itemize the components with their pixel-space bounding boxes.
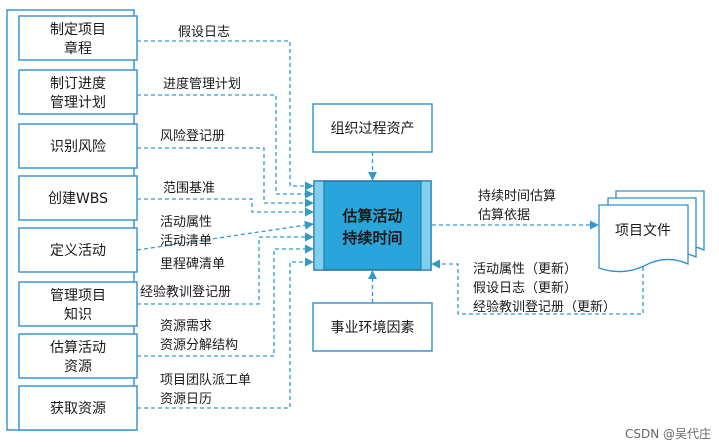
input-box-3: 识别风险 [18,123,138,169]
arrow-in-2 [137,94,314,199]
input-box-4: 创建WBS [18,175,138,221]
arrow-label-7-1: 资源需求 [160,319,212,334]
arrow-in-1 [137,40,314,191]
arrow-label-6-1: 经验教训登记册 [140,284,231,300]
arrow-back [431,259,644,315]
arrow-label-1-1: 假设日志 [178,25,230,40]
back-arrow-label-3: 经验教训登记册（更新） [473,299,616,315]
arrow-label-5-3: 里程碑清单 [160,256,225,272]
arrow-in-5 [136,220,314,251]
bottom-input-label: 事业环境因素 [331,320,415,336]
center-process-label-1: 估算活动 [341,207,402,225]
arrow-label-3-1: 风险登记册 [160,129,225,144]
input-box-6-label: 知识 [64,306,92,323]
arrow-in-4 [137,198,314,217]
input-box-3-label: 识别风险 [50,139,106,155]
input-box-6-label: 管理项目 [50,288,106,304]
out-arrow-label-2: 估算依据 [478,208,530,223]
input-box-5: 定义活动 [18,227,138,273]
arrow-label-8-1: 项目团队派工单 [160,373,251,388]
input-box-2-label: 管理计划 [50,95,106,111]
input-box-1-label: 制定项目 [50,22,106,38]
output-document-label: 项目文件 [615,223,671,239]
output-document: 项目文件 [598,190,705,273]
input-box-4-label: 创建WBS [48,191,108,207]
arrow-in-3 [137,147,314,208]
arrow-in-7 [137,244,314,357]
input-box-1-label: 章程 [64,40,92,57]
input-box-8-label: 获取资源 [50,401,106,417]
arrow-label-4-1: 范围基准 [163,181,215,196]
back-arrow-label-2: 假设日志（更新） [473,280,577,296]
arrow-in-8 [137,257,314,409]
back-arrow-label-1: 活动属性（更新） [473,261,577,277]
arrow-label-5-1: 活动属性 [160,215,212,230]
out-arrow-label-1: 持续时间估算 [478,189,556,204]
bottom-input-box: 事业环境因素 [312,302,433,352]
arrow-label-7-2: 资源分解结构 [160,338,238,353]
arrow-label-2-1: 进度管理计划 [163,76,241,92]
top-input-box: 组织过程资产 [312,103,433,153]
center-process-label-2: 持续时间 [342,229,402,247]
watermark: CSDN @吴代庄 [625,426,711,441]
input-box-8: 获取资源 [18,385,138,431]
input-box-7-label: 估算活动 [50,340,106,356]
input-box-5-label: 定义活动 [50,243,106,259]
input-box-2-label: 制订进度 [50,76,106,92]
arrow-in-6 [137,232,314,305]
top-input-label: 组织过程资产 [331,121,415,137]
input-box-7-label: 资源 [64,359,92,375]
arrow-label-5-2: 活动清单 [160,234,212,249]
arrow-label-8-2: 资源日历 [160,392,212,407]
center-process: 估算活动 持续时间 [313,180,432,271]
